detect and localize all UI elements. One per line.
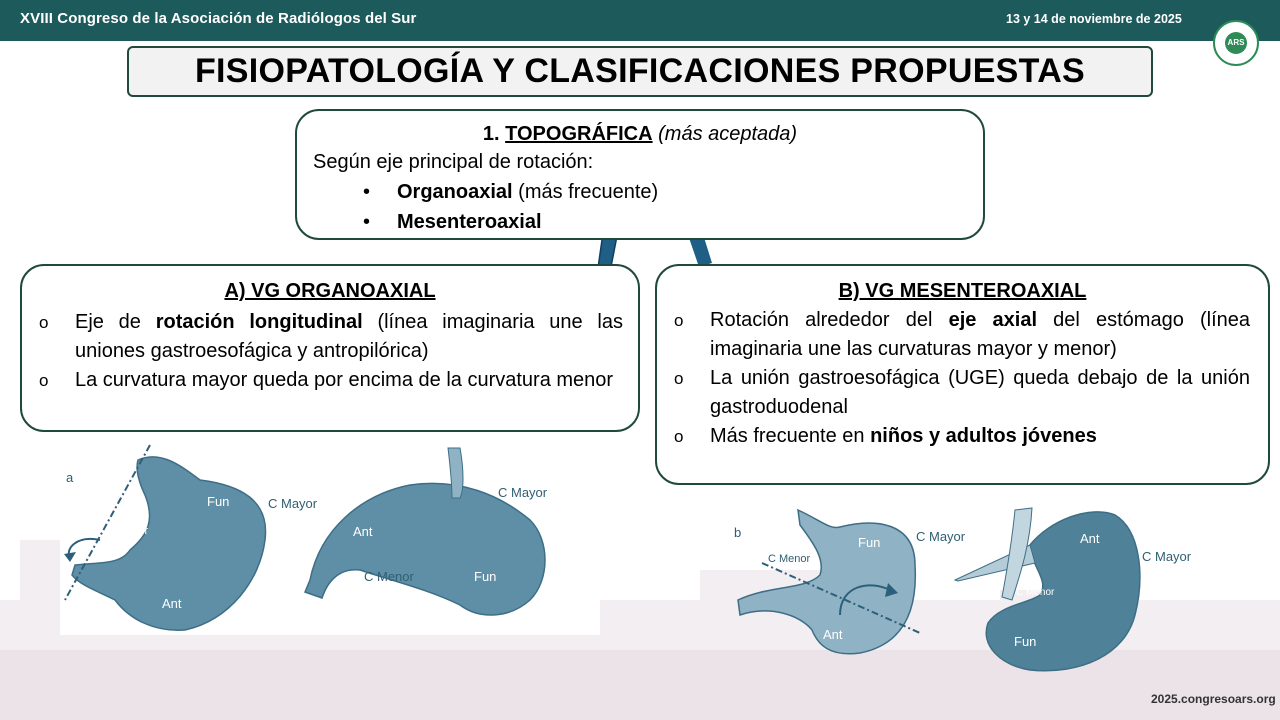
conference-name: XVIII Congreso de la Asociación de Radió… — [20, 10, 417, 27]
stomach-shape-2 — [304, 482, 546, 616]
list-item: o Más frecuente en niños y adultos jóvene… — [674, 422, 1250, 451]
rotation-axis-b — [761, 562, 921, 634]
label-c-mayor: C Mayor — [268, 496, 318, 511]
bullet-organoaxial: • Organoaxial (más frecuente) — [363, 177, 658, 207]
text: La unión gastroesofágica (UGE) queda deb… — [710, 367, 1250, 418]
topografica-title: TOPOGRÁFICA — [505, 123, 653, 145]
label-fun-2: Fun — [474, 569, 496, 584]
label-c-menor-b2: C Menor — [1016, 587, 1055, 598]
list-item: o Rotación alrededor del eje axial del es… — [674, 306, 1250, 364]
mesenteroaxial-list: o Rotación alrededor del eje axial del es… — [674, 306, 1250, 451]
text: (línea imaginaria une las uniones gastro… — [75, 311, 624, 362]
organoaxial-heading: A) VG ORGANOAXIAL — [224, 280, 436, 302]
bullet-marker: o — [39, 313, 49, 332]
text: Eje de — [75, 311, 156, 333]
topografica-heading: 1. TOPOGRÁFICA (más aceptada) — [297, 121, 983, 147]
bullet-rest: (más frecuente) — [512, 181, 659, 203]
topografica-box: 1. TOPOGRÁFICA (más aceptada) Según eje … — [295, 109, 985, 240]
label-fun: Fun — [207, 494, 229, 509]
conference-date: 13 y 14 de noviembre de 2025 — [1006, 12, 1182, 26]
bullet-mesenteroaxial: • Mesenteroaxial — [363, 207, 542, 237]
text: La curvatura mayor queda por encima de l… — [75, 369, 614, 391]
esophagus-shape — [447, 447, 464, 499]
topografica-intro: Según eje principal de rotación: — [313, 151, 594, 173]
label-c-menor-2: C Menor — [364, 569, 415, 584]
text: Rotación alrededor del — [710, 309, 949, 331]
logo-text: ARS — [1225, 32, 1247, 54]
text: del estómago (línea imaginaria une las c… — [710, 309, 1251, 360]
list-item: o La curvatura mayor queda por encima de … — [39, 366, 623, 395]
bullet-dot: • — [363, 181, 371, 203]
stomach-shape-4 — [985, 511, 1141, 672]
bullet-marker: o — [39, 371, 49, 390]
bold-text: rotación longitudinal — [155, 311, 363, 333]
list-item: o Eje de rotación longitudinal (línea ima… — [39, 308, 623, 366]
bullet-marker: o — [674, 427, 684, 446]
bullet-bold: Organoaxial — [397, 181, 513, 203]
bullet-bold: Mesenteroaxial — [397, 211, 542, 233]
bullet-marker: o — [674, 369, 684, 388]
organoaxial-diagram: a Fun C Mayor C Menor Ant Ant C Mayor C … — [60, 440, 600, 635]
stomach-shape-3 — [737, 508, 917, 655]
label-fun-b: Fun — [858, 535, 880, 550]
ars-logo: ARS — [1213, 20, 1259, 66]
label-ant-b: Ant — [823, 627, 843, 642]
topografica-note: (más aceptada) — [658, 123, 798, 145]
bold-text: niños y adultos jóvenes — [870, 425, 1097, 447]
label-c-mayor-b2: C Mayor — [1142, 549, 1192, 564]
slide-title: FISIOPATOLOGÍA Y CLASIFICACIONES PROPUES… — [127, 46, 1153, 97]
footer-url: 2025.congresoars.org — [1151, 692, 1276, 706]
organoaxial-list: o Eje de rotación longitudinal (línea ima… — [39, 308, 623, 395]
panel-letter-b: b — [734, 525, 741, 540]
panel-letter-a: a — [66, 470, 74, 485]
label-c-mayor-2: C Mayor — [498, 485, 548, 500]
list-item: o La unión gastroesofágica (UGE) queda de… — [674, 364, 1250, 422]
organoaxial-box: A) VG ORGANOAXIAL o Eje de rotación longi… — [20, 264, 640, 432]
label-ant-b2: Ant — [1080, 531, 1100, 546]
mesenteroaxial-box: B) VG MESENTEROAXIAL o Rotación alrededor… — [655, 264, 1270, 485]
duodenum-shape-b — [1001, 507, 1033, 601]
rotation-arrow-b — [839, 584, 891, 616]
text: Más frecuente en — [710, 425, 871, 447]
label-c-menor-b: C Menor — [768, 553, 811, 565]
label-c-menor: C Menor — [106, 525, 149, 537]
label-c-mayor-b: C Mayor — [916, 529, 966, 544]
bullet-marker: o — [674, 311, 684, 330]
label-ant-2: Ant — [353, 524, 373, 539]
topografica-number: 1. — [482, 123, 500, 145]
label-ant: Ant — [162, 596, 182, 611]
bold-text: eje axial — [948, 309, 1038, 331]
label-fun-b2: Fun — [1014, 634, 1036, 649]
bullet-dot: • — [363, 211, 371, 233]
arrow-to-mesenteroaxial — [688, 231, 712, 267]
header-bar: XVIII Congreso de la Asociación de Radió… — [0, 0, 1280, 41]
stomach-shape-1 — [71, 456, 267, 631]
mesenteroaxial-heading: B) VG MESENTEROAXIAL — [838, 280, 1087, 302]
mesenteroaxial-diagram: b C Menor Fun C Mayor Ant Ant C Mayor C … — [734, 507, 1192, 672]
